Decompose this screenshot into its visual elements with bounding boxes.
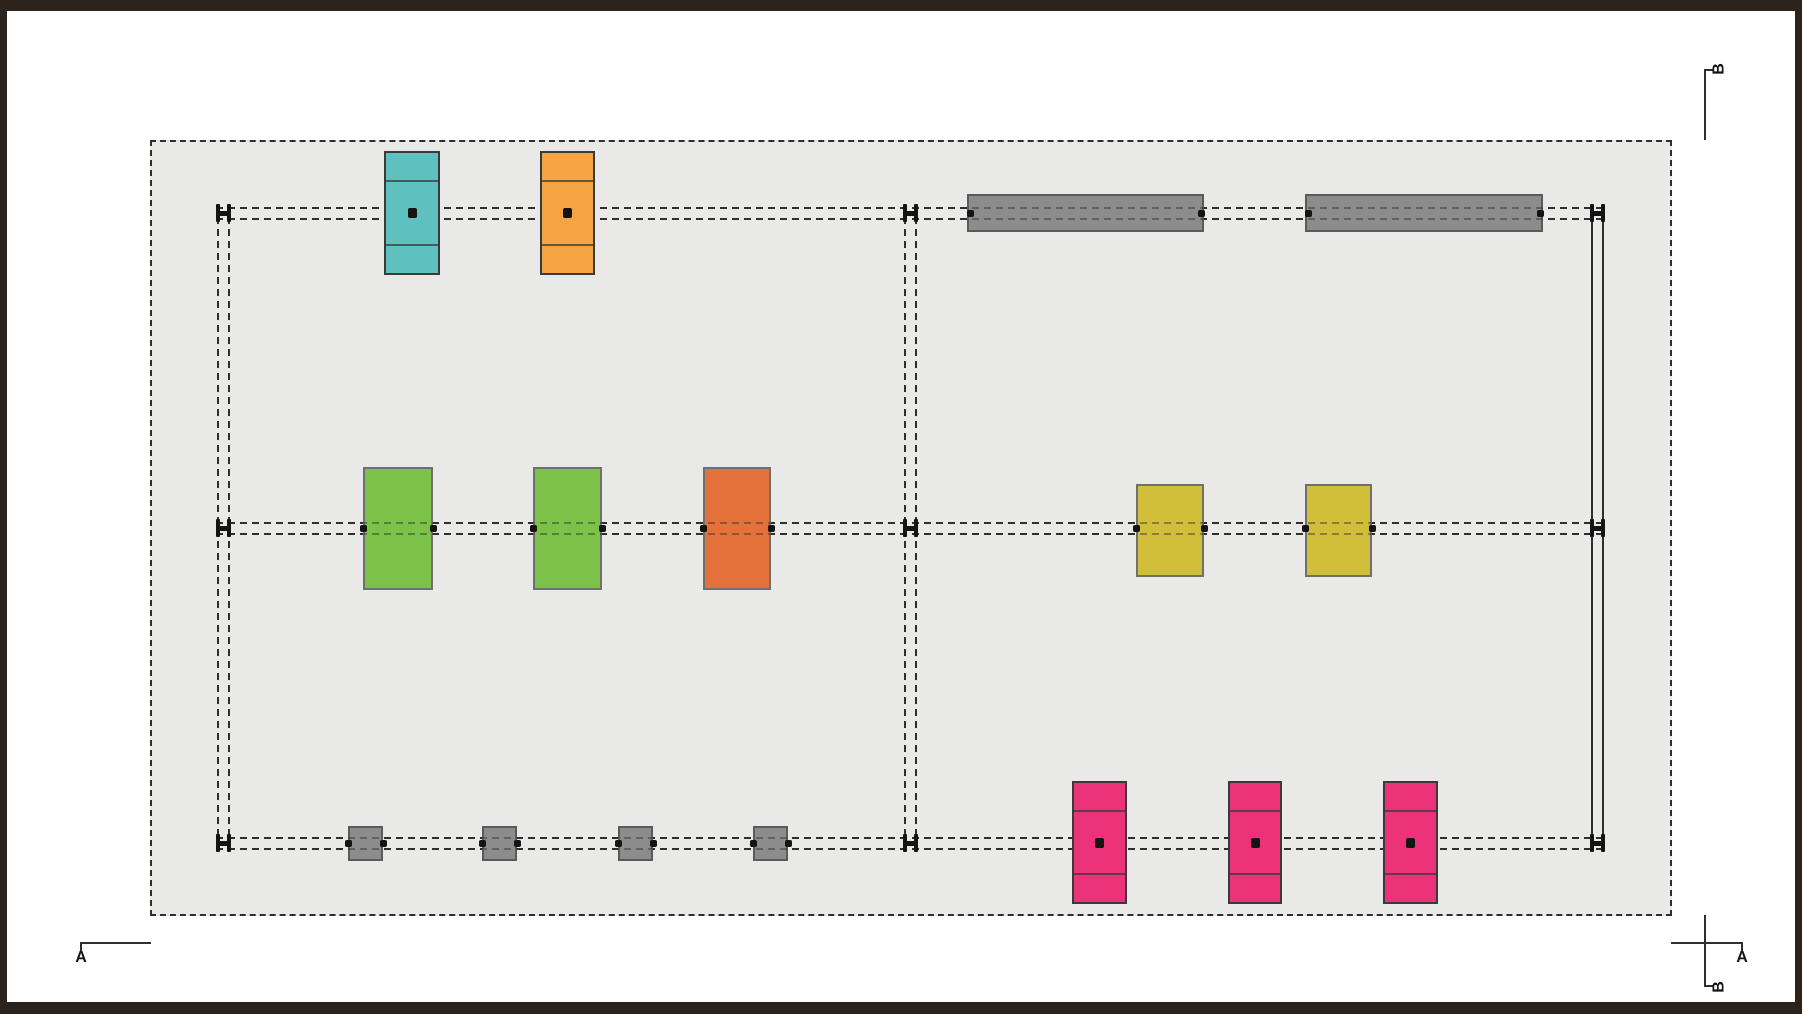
reference-dot	[379, 839, 387, 847]
reference-dot	[784, 839, 792, 847]
reference-dot	[598, 524, 606, 532]
steel-column-marker	[215, 834, 231, 852]
machine-section-divider	[386, 180, 438, 182]
section-line	[1704, 915, 1706, 987]
section-label-b-top: B	[1710, 63, 1728, 75]
equipment-orange-red	[703, 467, 771, 590]
reference-dot	[1132, 524, 1140, 532]
reference-dot	[767, 524, 775, 532]
machine-section-divider	[1385, 873, 1436, 875]
reference-dot	[649, 839, 657, 847]
machine-section-divider	[1074, 873, 1125, 875]
machine-section-divider	[1074, 810, 1125, 812]
machine-section-divider	[542, 180, 593, 182]
section-line	[80, 942, 151, 944]
section-tick	[1704, 69, 1714, 71]
reference-dot	[749, 839, 757, 847]
reference-dot	[1301, 524, 1309, 532]
steel-column-marker	[902, 204, 918, 222]
steel-column-marker	[1589, 519, 1605, 537]
machine-center-dot	[1406, 837, 1415, 848]
section-tick	[80, 942, 82, 951]
machine-section-divider	[1230, 873, 1280, 875]
steel-column-marker	[215, 204, 231, 222]
machine-center-dot	[1250, 837, 1260, 848]
reference-dot	[1197, 209, 1205, 217]
reference-dot	[359, 524, 367, 532]
reference-dot	[1368, 524, 1376, 532]
reference-dot	[529, 524, 537, 532]
beam-2	[1305, 194, 1543, 232]
machine-center-dot	[407, 208, 417, 218]
machine-center-dot	[1095, 837, 1104, 848]
steel-column-marker	[902, 519, 918, 537]
reference-dot	[478, 839, 486, 847]
reference-dot	[513, 839, 521, 847]
reference-dot	[966, 209, 974, 217]
machine-section-divider	[542, 244, 593, 246]
section-tick	[1741, 942, 1743, 952]
steel-column-marker	[1589, 834, 1605, 852]
reference-dot	[614, 839, 622, 847]
steel-column-marker	[1589, 204, 1605, 222]
reference-dot	[344, 839, 352, 847]
reference-dot	[699, 524, 707, 532]
machine-section-divider	[386, 244, 438, 246]
reference-dot	[429, 524, 437, 532]
machine-section-divider	[1230, 810, 1280, 812]
reference-dot	[1304, 209, 1312, 217]
section-line	[1671, 942, 1743, 944]
section-line	[1704, 69, 1706, 140]
beam-1	[967, 194, 1204, 232]
section-label-a-right: A	[1736, 949, 1748, 966]
section-label-b-bottom: B	[1710, 981, 1728, 993]
steel-column-marker	[215, 519, 231, 537]
machine-center-dot	[563, 208, 572, 218]
pad-2	[482, 826, 517, 861]
section-tick	[1704, 985, 1714, 987]
section-label-a-left: A	[75, 948, 87, 966]
reference-dot	[1536, 209, 1544, 217]
steel-column-marker	[902, 834, 918, 852]
reference-dot	[1200, 524, 1208, 532]
machine-section-divider	[1385, 810, 1436, 812]
